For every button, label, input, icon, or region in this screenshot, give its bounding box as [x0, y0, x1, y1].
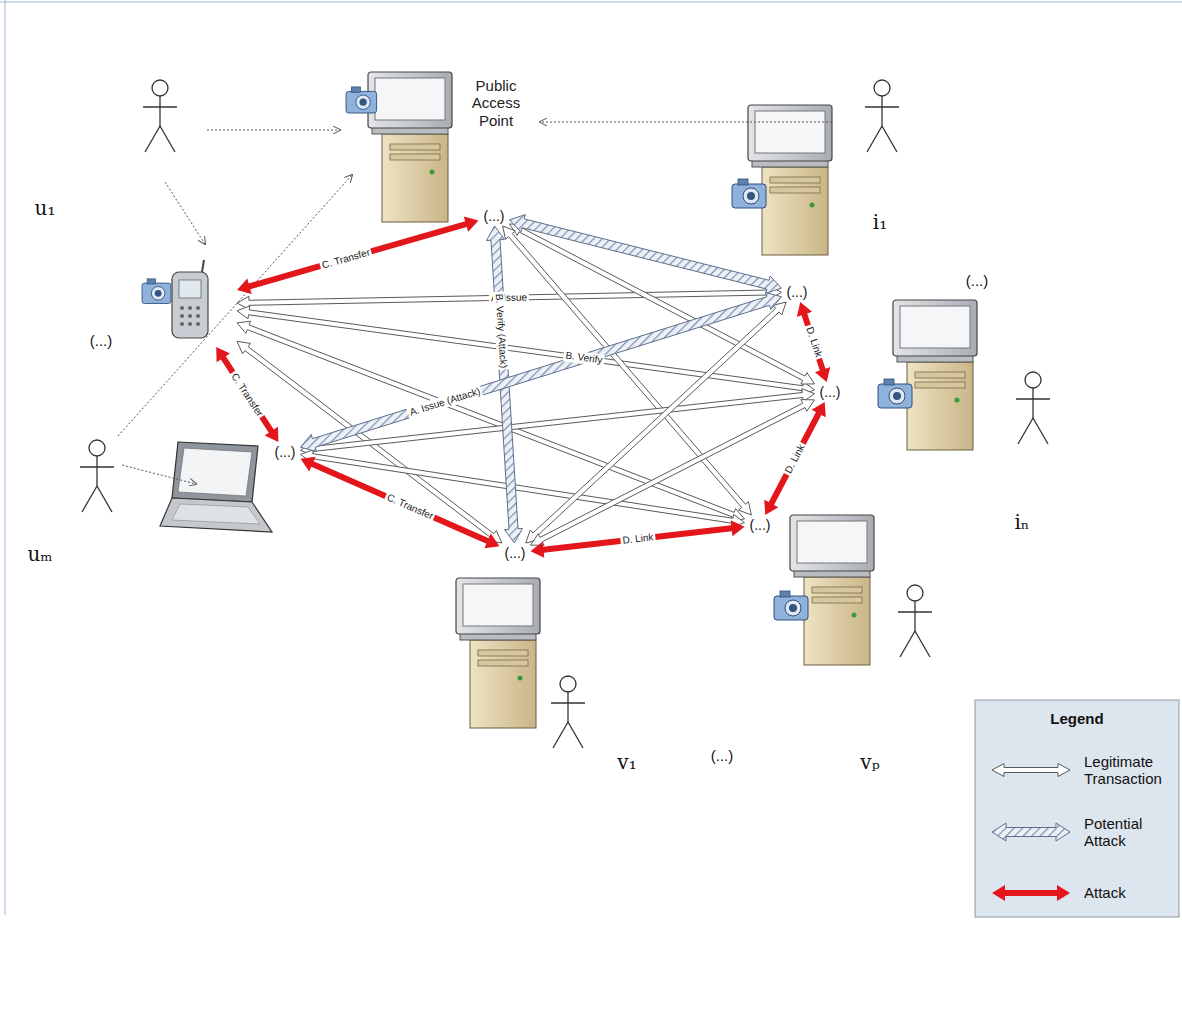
edge-label: D. Link: [619, 531, 655, 547]
ellipsis-label: (...): [711, 747, 734, 764]
actor-label: u₁: [35, 196, 56, 220]
actor-label: uₘ: [27, 542, 52, 566]
ellipsis-label: (...): [966, 272, 989, 289]
actor-label: v₁: [617, 750, 636, 774]
hub-ellipsis: (...): [783, 283, 812, 301]
transaction-arrow: [531, 400, 815, 546]
actor-label: iₙ: [1014, 510, 1029, 534]
legend-sample: [992, 764, 1070, 777]
hub-ellipsis: (...): [746, 516, 775, 534]
attack-arrow: [216, 347, 278, 442]
edge-label: D. Link: [782, 440, 809, 477]
ellipsis-label: (...): [90, 332, 113, 349]
legend-text: Potential Attack: [1084, 815, 1170, 850]
hub-node: Public Access Point(...): [480, 207, 509, 225]
attack-arrow: [764, 402, 826, 515]
hub-node: (...): [501, 544, 530, 562]
hub-ellipsis: (...): [480, 207, 509, 225]
edge-label: C. Transfer: [383, 491, 437, 523]
hub-ellipsis: (...): [271, 443, 300, 461]
attack-arrow: [797, 302, 830, 382]
hub-node: (...): [816, 383, 845, 401]
legend-title: Legend: [1050, 710, 1103, 727]
hub-ellipsis: (...): [816, 383, 845, 401]
actor-label: vₚ: [860, 750, 879, 774]
legend-sample: [992, 885, 1070, 901]
attack-arrow: [301, 457, 500, 549]
legend-sample: [992, 823, 1070, 841]
potential-attack-arrow: [301, 292, 782, 451]
transaction-arrow: [237, 286, 782, 309]
hub-node: (...): [783, 283, 812, 301]
edge-label: C. Transfer: [228, 369, 267, 420]
actor-label: i₁: [873, 210, 887, 234]
phone-device-node: [140, 262, 236, 346]
hub-node: (...): [746, 516, 775, 534]
edge-label: D. Link: [802, 323, 824, 360]
potential-attack-arrow: [510, 215, 782, 294]
edge-label: C. Transfer: [318, 246, 373, 272]
hub-ellipsis: (...): [501, 544, 530, 562]
attack-arrow: [531, 520, 745, 557]
node-heading: Public Access Point: [460, 77, 532, 129]
legend-text: Legitimate Transaction: [1084, 753, 1170, 788]
hub-node: (...): [271, 443, 300, 461]
legend-text: Attack: [1084, 884, 1170, 901]
attack-arrow: [237, 216, 479, 294]
